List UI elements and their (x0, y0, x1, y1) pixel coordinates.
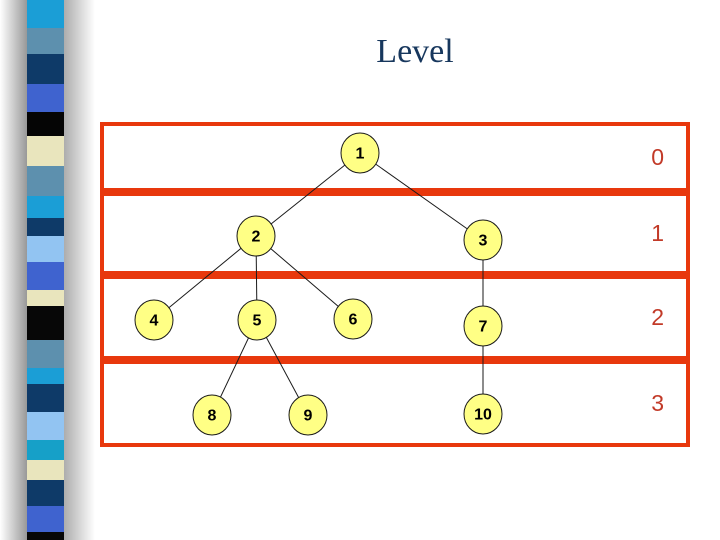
ribbon-block-20 (27, 506, 64, 532)
ribbon-block-15 (27, 384, 64, 412)
ribbon-block-10 (27, 262, 64, 290)
decorative-ribbon (27, 0, 64, 540)
ribbon-block-6 (27, 166, 64, 196)
ribbon-block-17 (27, 440, 64, 460)
ribbon-block-12 (27, 306, 64, 340)
ribbon-block-16 (27, 412, 64, 440)
level-label-0: 0 (651, 143, 664, 170)
ribbon-block-9 (27, 236, 64, 262)
ribbon-block-1 (27, 28, 64, 54)
level-band-1: 1 (100, 192, 690, 275)
ribbon-block-0 (27, 0, 64, 28)
ribbon-block-5 (27, 136, 64, 166)
slide-title: Level (376, 33, 454, 70)
level-band-3: 3 (100, 360, 690, 447)
ribbon-block-8 (27, 218, 64, 236)
level-band-2: 2 (100, 275, 690, 360)
ribbon-block-2 (27, 54, 64, 84)
ribbon-block-14 (27, 368, 64, 384)
level-label-1: 1 (651, 220, 664, 246)
level-label-2: 2 (651, 304, 664, 330)
level-label-3: 3 (651, 390, 664, 416)
level-bands: 0 1 2 3 (100, 122, 690, 447)
ribbon-block-18 (27, 460, 64, 480)
ribbon-block-4 (27, 112, 64, 136)
ribbon-block-13 (27, 340, 64, 368)
level-band-0: 0 (100, 122, 690, 192)
ribbon-block-19 (27, 480, 64, 506)
ribbon-block-7 (27, 196, 64, 218)
ribbon-block-3 (27, 84, 64, 112)
ribbon-block-11 (27, 290, 64, 306)
ribbon-block-21 (27, 532, 64, 540)
